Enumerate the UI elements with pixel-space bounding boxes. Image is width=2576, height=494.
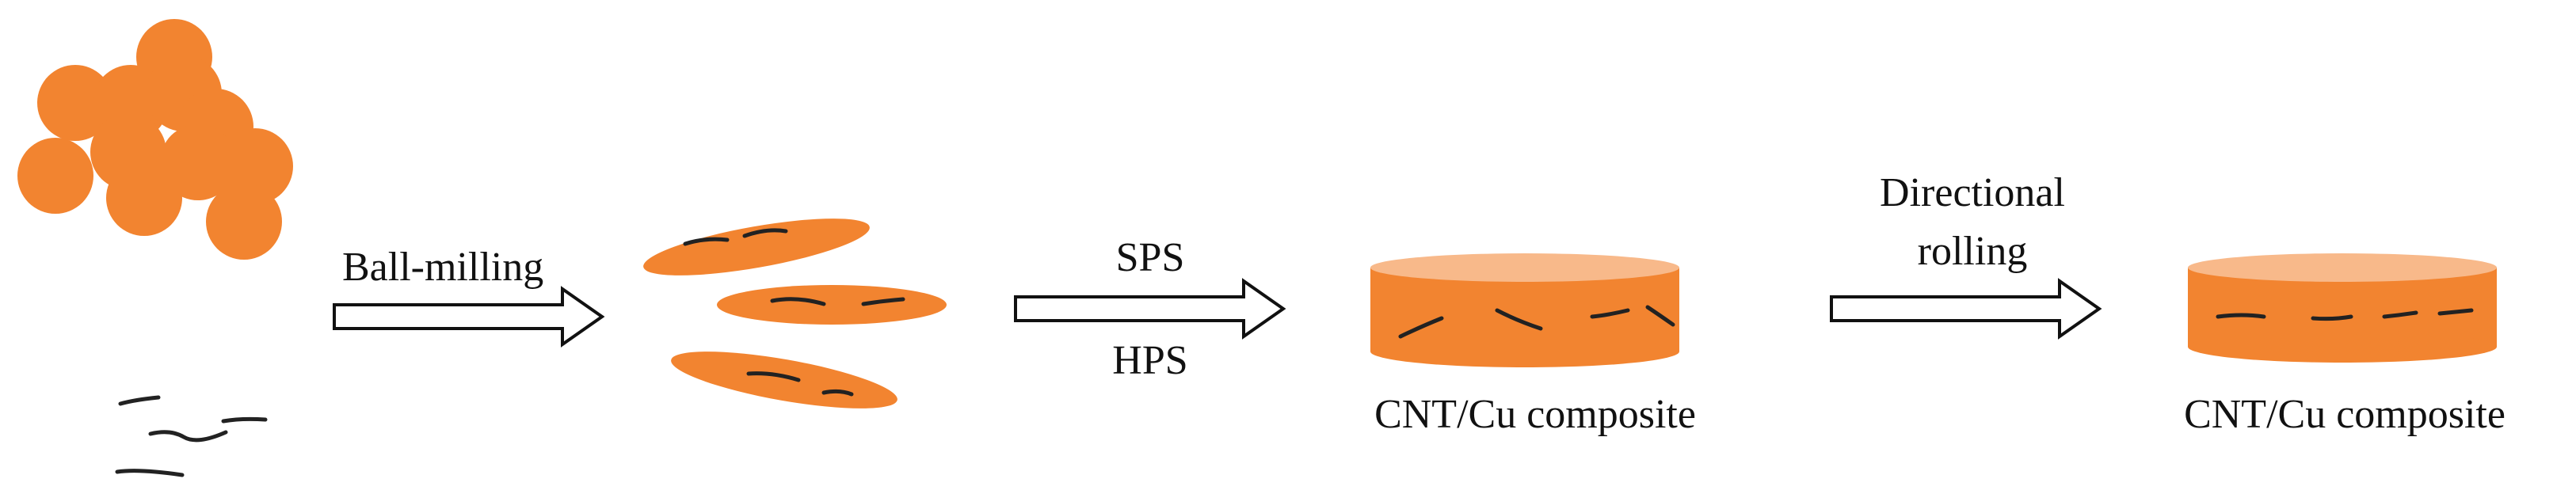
label-product-2: CNT/Cu composite bbox=[2184, 392, 2506, 437]
ball-milling-arrow bbox=[333, 286, 605, 348]
cnt bbox=[2216, 313, 2266, 319]
cnt bbox=[118, 395, 161, 406]
cnt bbox=[115, 469, 185, 477]
cnt bbox=[2437, 308, 2474, 316]
composite-disc-2 bbox=[2188, 253, 2497, 363]
rolling-arrow bbox=[1830, 278, 2102, 340]
composite-disc-1 bbox=[1370, 253, 1679, 367]
flake-1 bbox=[643, 218, 870, 276]
label-ball-milling: Ball-milling bbox=[342, 245, 544, 290]
cnt bbox=[1495, 308, 1543, 331]
cnt bbox=[2311, 314, 2353, 321]
flake-3 bbox=[671, 352, 897, 408]
label-sps: SPS bbox=[1115, 235, 1185, 280]
cnt bbox=[1590, 308, 1630, 319]
cu-particle bbox=[17, 138, 93, 214]
cu-particle bbox=[206, 184, 282, 260]
loose-cnts bbox=[115, 395, 268, 477]
sps-hps-arrow bbox=[1014, 278, 1286, 340]
label-directional: Directional bbox=[1880, 170, 2065, 215]
copper-powder-cluster bbox=[17, 19, 293, 260]
cnt bbox=[1398, 316, 1444, 339]
label-product-1: CNT/Cu composite bbox=[1374, 392, 1696, 437]
cu-particle bbox=[106, 160, 182, 236]
cu-particle bbox=[37, 65, 113, 141]
cnt bbox=[221, 416, 268, 424]
label-rolling: rolling bbox=[1917, 229, 2028, 274]
cnt bbox=[148, 430, 228, 443]
cu-particle bbox=[160, 124, 236, 200]
cnt bbox=[2382, 310, 2418, 319]
flake-2 bbox=[717, 285, 947, 325]
label-hps: HPS bbox=[1112, 338, 1188, 383]
cnt bbox=[1645, 305, 1675, 327]
